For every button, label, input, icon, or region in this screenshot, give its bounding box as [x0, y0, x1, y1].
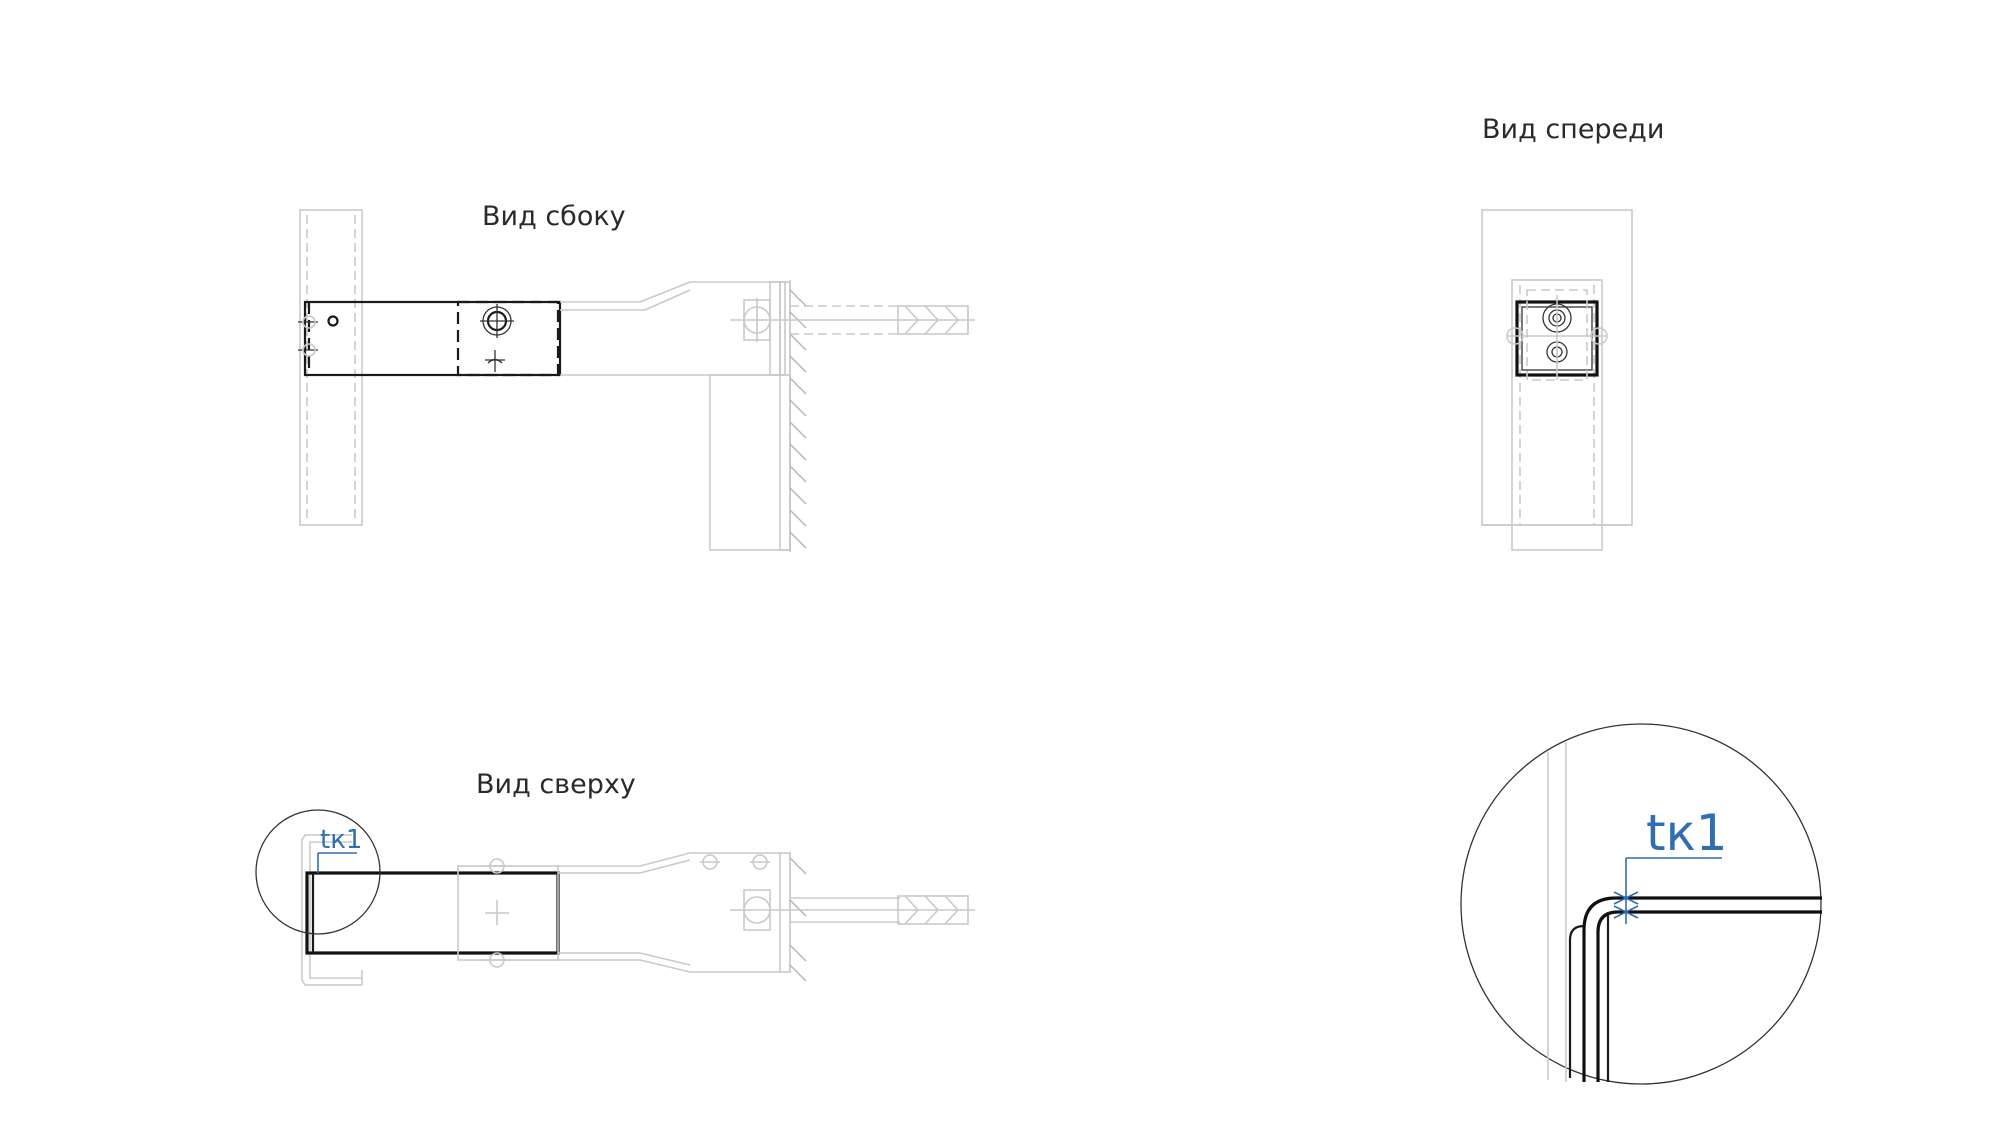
- side-hole: [327, 315, 339, 327]
- top-detail-circle: [255, 809, 381, 935]
- detail-profile-inner: [1596, 910, 1822, 1082]
- side-view: Вид сбоку: [298, 201, 975, 552]
- top-anchor-bolt: [730, 889, 975, 931]
- side-vertical-support: [709, 374, 791, 551]
- top-callout-label: tк1: [320, 825, 362, 855]
- detail-view: tк1: [1460, 723, 1822, 1085]
- side-bracket-tube: [303, 300, 562, 377]
- front-view: Вид спереди: [1481, 114, 1664, 551]
- side-anchor-bolt: [730, 298, 975, 342]
- top-bracket-tube: [305, 871, 560, 955]
- front-view-title: Вид спереди: [1482, 114, 1664, 145]
- detail-circle: [1460, 723, 1822, 1085]
- side-wall-hatch: [789, 289, 807, 549]
- detail-profile-outer: [1582, 896, 1822, 1082]
- side-post: [299, 209, 363, 526]
- detail-callout-label: tк1: [1646, 804, 1728, 862]
- top-view: Вид сверху: [255, 769, 975, 986]
- top-view-title: Вид сверху: [476, 769, 636, 800]
- side-view-title: Вид сбоку: [482, 201, 626, 232]
- top-wall-hatch: [789, 857, 807, 982]
- front-support: [1511, 279, 1603, 551]
- side-clamp-outline: [456, 300, 560, 377]
